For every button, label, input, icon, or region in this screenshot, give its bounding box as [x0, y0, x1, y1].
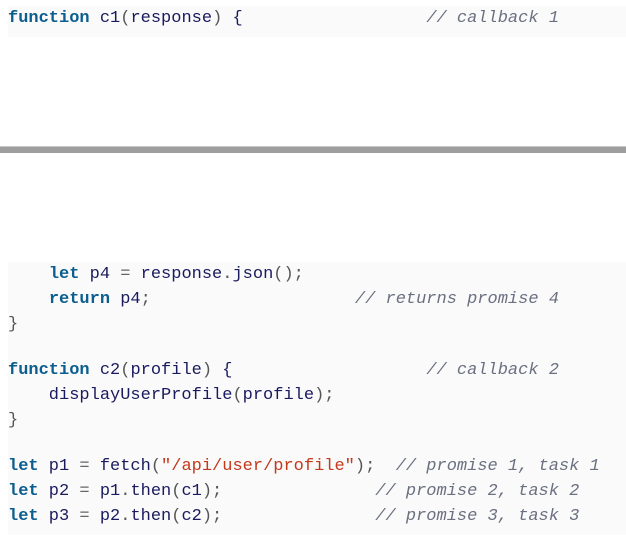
code-comment: // callback 1: [426, 9, 559, 28]
keyword: let: [8, 507, 39, 526]
identifier: c1: [89, 9, 121, 28]
punctuation: );: [314, 386, 335, 405]
code-comment: // returns promise 4: [354, 290, 559, 309]
punctuation: );: [201, 507, 223, 526]
identifier: [222, 507, 375, 526]
code-line: return p4; // returns promise 4: [8, 287, 626, 312]
punctuation: (: [171, 482, 182, 501]
page-divider: [0, 146, 626, 153]
punctuation: ): [212, 9, 223, 28]
punctuation: .: [120, 507, 131, 526]
punctuation: ;: [140, 290, 151, 309]
identifier: then: [130, 482, 172, 501]
code-comment: // promise 2, task 2: [375, 482, 580, 501]
identifier: c1: [181, 482, 202, 501]
code-comment: // callback 2: [426, 361, 559, 380]
identifier: p4: [79, 265, 121, 284]
identifier: profile: [130, 361, 202, 380]
code-line: }: [8, 408, 626, 433]
punctuation: }: [8, 411, 19, 430]
identifier: [8, 265, 49, 284]
identifier: p2: [89, 507, 121, 526]
punctuation: .: [120, 482, 131, 501]
code-line: let p1 = fetch("/api/user/profile"); // …: [8, 454, 626, 479]
identifier: response: [130, 9, 213, 28]
operator: =: [79, 457, 90, 476]
code-comment: // promise 1, task 1: [395, 457, 600, 476]
identifier: profile: [242, 386, 315, 405]
code-block-top: function c1(response) { // callback 1: [8, 6, 626, 37]
keyword: let: [8, 482, 39, 501]
punctuation: (: [171, 507, 182, 526]
code-line: function c2(profile) { // callback 2: [8, 358, 626, 383]
code-line: function c1(response) { // callback 1: [8, 6, 626, 31]
keyword: function: [8, 9, 90, 28]
code-line: }: [8, 312, 626, 337]
keyword: let: [8, 457, 39, 476]
punctuation: );: [201, 482, 223, 501]
blank-line: [8, 433, 626, 454]
identifier: p2: [38, 482, 80, 501]
punctuation: ();: [273, 265, 304, 284]
code-line: displayUserProfile(profile);: [8, 383, 626, 408]
punctuation: (: [120, 361, 131, 380]
identifier: displayUserProfile: [8, 386, 233, 405]
operator: =: [79, 482, 90, 501]
operator: =: [120, 265, 131, 284]
code-line: let p4 = response.json();: [8, 262, 626, 287]
string-literal: "/api/user/profile": [161, 457, 355, 476]
identifier: [222, 482, 375, 501]
punctuation: ): [201, 361, 213, 380]
keyword: return: [48, 290, 111, 309]
identifier: then: [130, 507, 172, 526]
identifier: c2: [89, 361, 121, 380]
keyword: function: [8, 361, 90, 380]
code-line: let p3 = p2.then(c2); // promise 3, task…: [8, 504, 626, 529]
identifier: {: [222, 9, 427, 28]
identifier: [375, 457, 395, 476]
identifier: p4: [110, 290, 141, 309]
identifier: p1: [38, 457, 80, 476]
identifier: {: [212, 361, 427, 380]
identifier: [151, 290, 355, 309]
identifier: p3: [38, 507, 80, 526]
punctuation: (: [150, 457, 162, 476]
identifier: json: [232, 265, 274, 284]
code-line: let p2 = p1.then(c1); // promise 2, task…: [8, 479, 626, 504]
punctuation: (: [232, 386, 243, 405]
operator: =: [79, 507, 90, 526]
punctuation: );: [354, 457, 376, 476]
punctuation: (: [120, 9, 131, 28]
punctuation: }: [8, 315, 19, 334]
identifier: c2: [181, 507, 202, 526]
identifier: p1: [89, 482, 121, 501]
keyword: let: [48, 265, 80, 284]
identifier: response: [130, 265, 223, 284]
code-block-bottom: let p4 = response.json(); return p4; // …: [8, 262, 626, 535]
blank-line: [8, 337, 626, 358]
punctuation: .: [222, 265, 233, 284]
code-comment: // promise 3, task 3: [375, 507, 580, 526]
identifier: [8, 290, 49, 309]
identifier: fetch: [89, 457, 151, 476]
